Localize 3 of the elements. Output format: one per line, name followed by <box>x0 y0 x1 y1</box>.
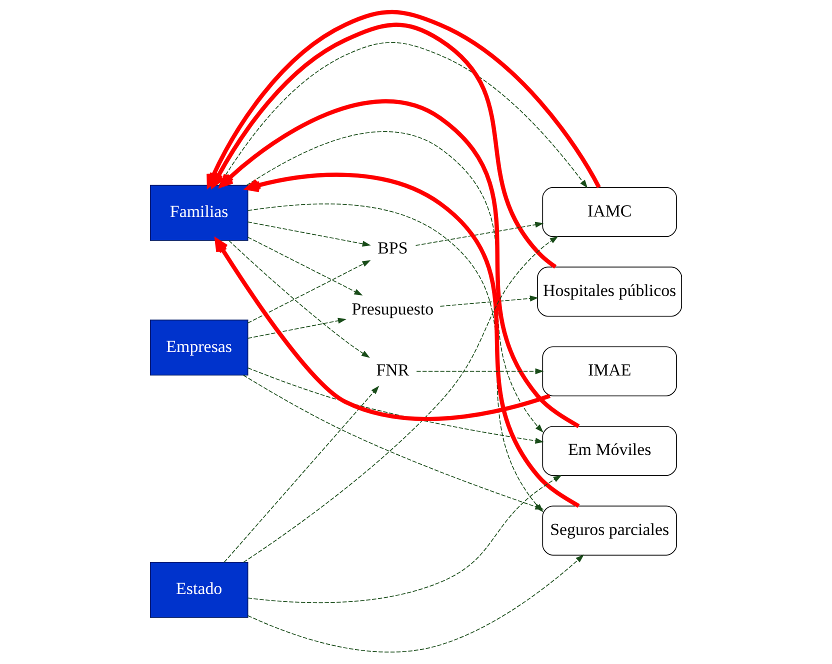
node-text: BPS <box>378 238 408 258</box>
node-text: FNR <box>376 360 410 380</box>
node-text: Presupuesto <box>352 300 434 319</box>
